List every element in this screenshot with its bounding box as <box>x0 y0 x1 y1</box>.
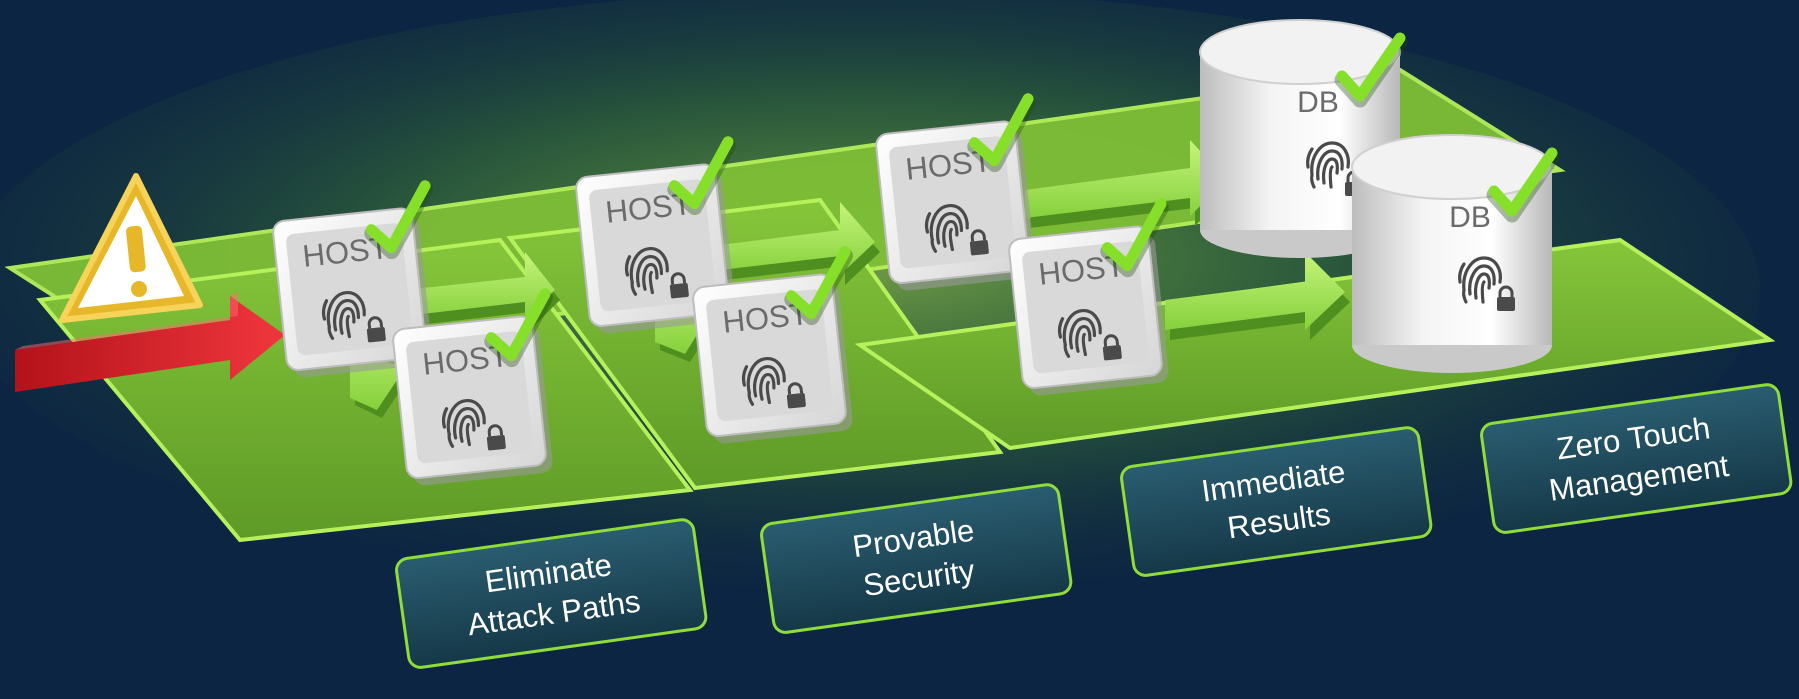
warning-triangle-icon <box>59 173 203 323</box>
host-node: HOST <box>392 294 564 486</box>
host-node: HOST <box>875 99 1047 291</box>
flow-arrow <box>1165 252 1350 340</box>
flow-arrow <box>720 202 880 285</box>
host-node: HOST <box>1008 204 1180 396</box>
caption-zero-touch-management: Zero Touch Management <box>1480 383 1793 534</box>
host-node: HOST <box>272 186 444 378</box>
caption-eliminate-attack-paths: Eliminate Attack Paths <box>395 518 708 669</box>
db-label: DB <box>1297 86 1339 119</box>
db-label: DB <box>1449 201 1491 234</box>
flow-arrow <box>405 252 560 330</box>
database-nodes: DB DB <box>1199 19 1552 373</box>
database-cylinder-icon: DB <box>1351 134 1552 373</box>
host-node: HOST <box>692 252 864 444</box>
flow-arrow <box>1025 140 1232 228</box>
caption-immediate-results: Immediate Results <box>1120 426 1433 577</box>
threat-arrow <box>15 292 285 392</box>
caption-provable-security: Provable Security <box>760 483 1073 634</box>
